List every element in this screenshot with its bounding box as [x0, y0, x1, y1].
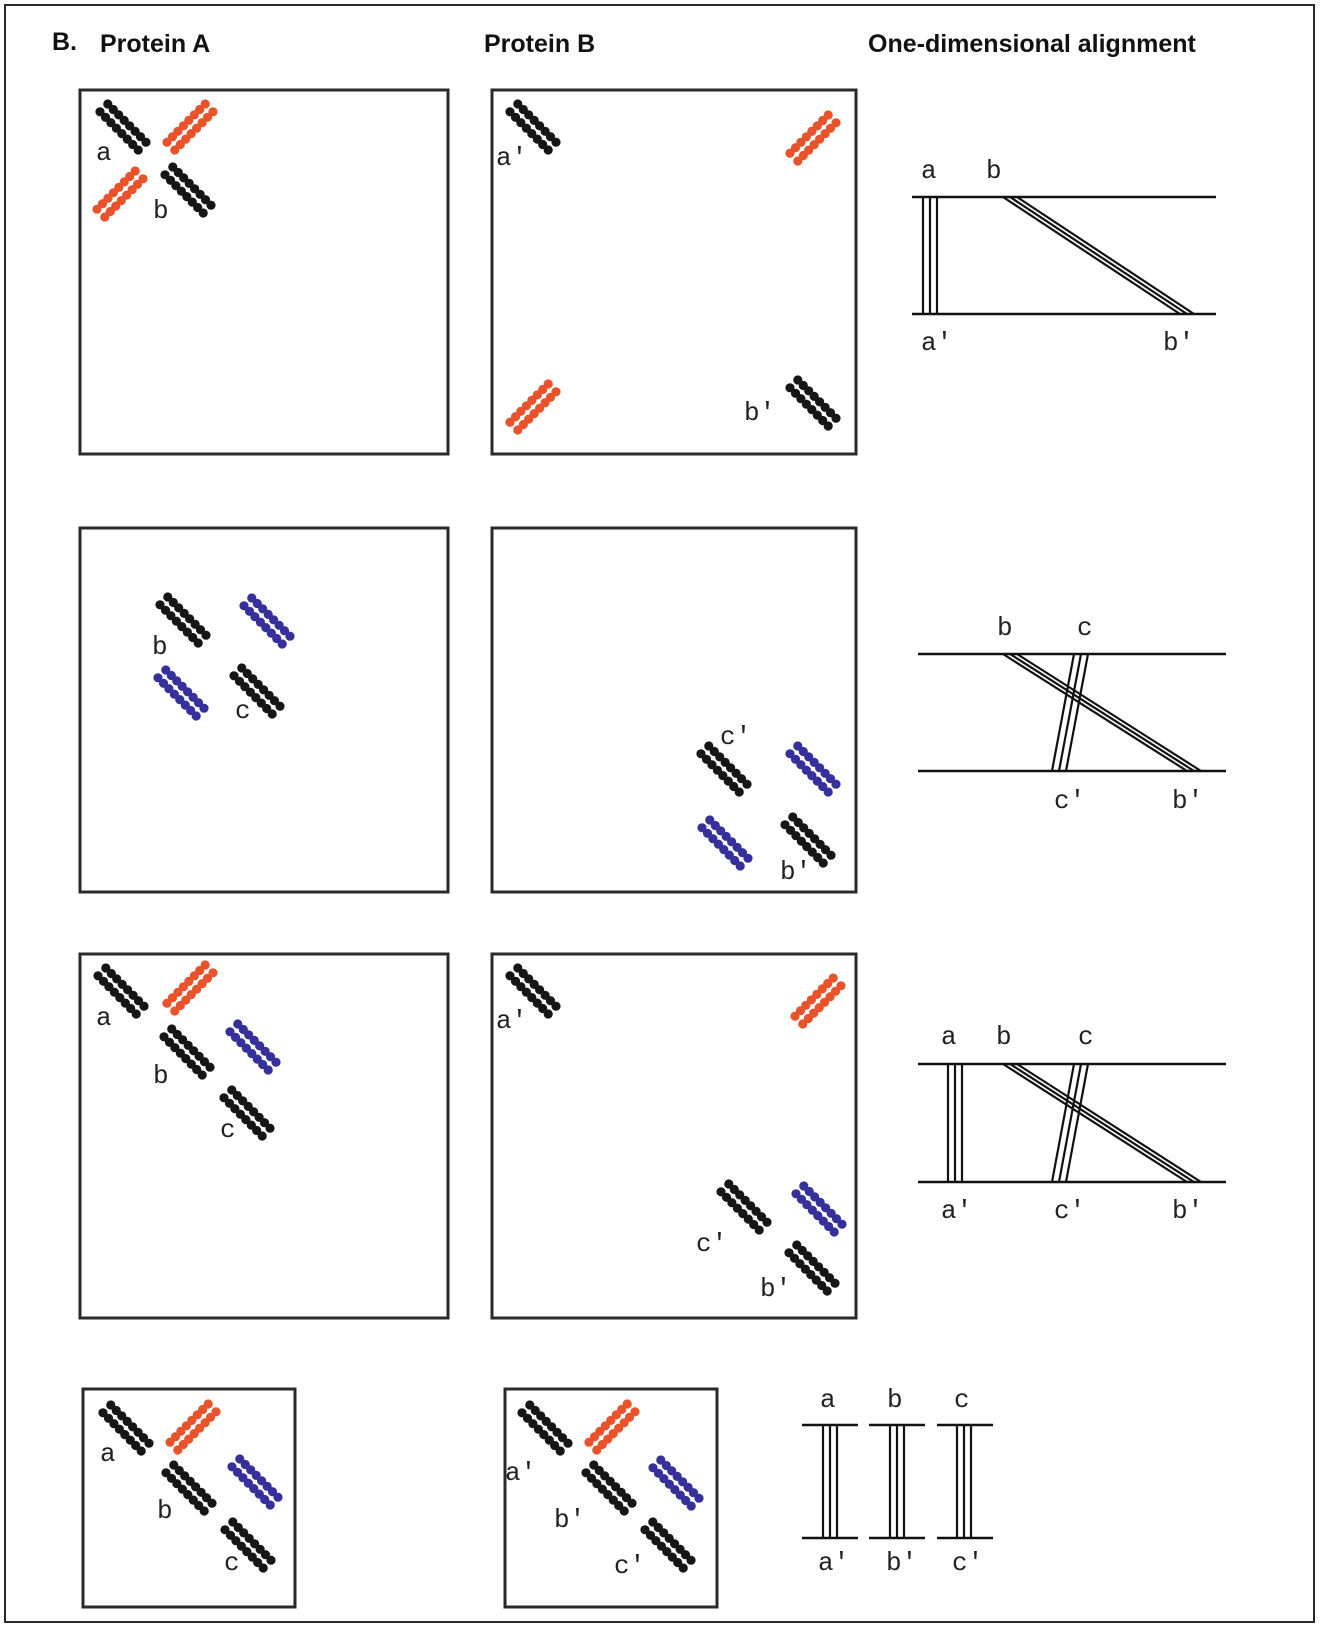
protein-a-label: c [220, 1115, 236, 1145]
alignment-label-bottom: b' [1172, 1196, 1203, 1226]
alignment-label-top: b [986, 156, 1002, 186]
protein-a-segment-red [92, 166, 147, 221]
alignment-diagram-1: a b a' b' [912, 156, 1216, 358]
alignment-link [1052, 654, 1088, 771]
figure-row-2: b c c' b' b c c' b' [152, 592, 1226, 887]
protein-b-segment-red [584, 1399, 639, 1454]
figure-row-4: a b c a' b' c' a b c a' b' c' [98, 1385, 993, 1581]
alignment-link [923, 197, 937, 314]
alignment-label-bottom: c' [1054, 786, 1085, 816]
alignment-link [823, 1425, 837, 1538]
protein-a-label: c [235, 696, 251, 726]
protein-b-segment-black [640, 1517, 695, 1572]
protein-b-label: a' [505, 1458, 536, 1488]
alignment-link [1003, 654, 1201, 771]
alignment-link [890, 1425, 904, 1538]
alignment-label-top: a [941, 1022, 957, 1052]
alignment-label-top: a [921, 156, 937, 186]
protein-b-segment-blue [697, 815, 752, 870]
alignment-label-bottom: c' [952, 1548, 983, 1578]
alignment-link [1003, 1064, 1201, 1182]
protein-b-segment-black [716, 1179, 771, 1234]
protein-b-segment-red [790, 973, 845, 1028]
alignment-label-top: b [997, 613, 1013, 643]
protein-a-segment-red [162, 99, 217, 154]
protein-b-label: b' [744, 398, 775, 428]
protein-a-segment-blue [239, 593, 294, 648]
protein-b-label: a' [496, 1006, 527, 1036]
alignment-diagram-4: a b c a' b' c' [802, 1385, 993, 1578]
protein-a-label: b [157, 1496, 173, 1526]
protein-a-label: a [96, 138, 112, 168]
protein-b-label: b' [780, 857, 811, 887]
alignment-label-bottom: b' [886, 1548, 917, 1578]
alignment-label-top: b [887, 1385, 903, 1415]
alignment-label-top: c [954, 1385, 970, 1415]
protein-b-segment-blue [791, 1181, 846, 1236]
alignment-label-top: b [996, 1022, 1012, 1052]
protein-b-segment-red [785, 110, 840, 165]
protein-a-segment-blue [153, 665, 208, 720]
protein-b-label: c' [696, 1229, 727, 1259]
protein-a-label: a [100, 1439, 116, 1469]
protein-b-segment-red [505, 379, 560, 434]
alignment-diagram-2: b c c' b' [918, 613, 1226, 816]
protein-a-segment-blue [227, 1454, 282, 1509]
protein-a-segment-black [160, 162, 215, 217]
protein-b-segment-blue [648, 1455, 703, 1510]
alignment-label-bottom: a' [941, 1196, 972, 1226]
protein-b-label: c' [614, 1551, 645, 1581]
alignment-label-bottom: a' [921, 328, 952, 358]
protein-a-label: b [153, 196, 169, 226]
protein-b-segment-blue [785, 741, 840, 796]
figure-row-1: a b a' b' a b a' b' [92, 99, 1216, 434]
protein-a-label: b [153, 1061, 169, 1091]
alignment-label-top: a [820, 1385, 836, 1415]
alignment-label-bottom: b' [1172, 786, 1203, 816]
figure-row-3: a b c a' c' b' a b c a' c' b' [93, 960, 1226, 1304]
protein-b-segment-black [785, 375, 840, 430]
alignment-diagram-3: a b c a' c' b' [918, 1022, 1226, 1226]
protein-b-label: a' [496, 143, 527, 173]
protein-b-label: c' [720, 722, 751, 752]
protein-b-segment-black [581, 1460, 636, 1515]
alignment-label-bottom: c' [1054, 1196, 1085, 1226]
protein-a-label: c [224, 1548, 240, 1578]
protein-b-segment-black [517, 1400, 572, 1455]
alignment-label-top: c [1077, 613, 1093, 643]
alignment-link [1003, 197, 1194, 314]
protein-a-segment-red [165, 1399, 220, 1454]
protein-a-segment-red [162, 960, 217, 1015]
protein-a-segment-blue [225, 1019, 280, 1074]
protein-b-segment-black [784, 1240, 839, 1295]
alignment-label-top: c [1078, 1022, 1094, 1052]
alignment-label-bottom: a' [818, 1548, 849, 1578]
alignment-link [948, 1064, 962, 1182]
protein-a-label: a [96, 1003, 112, 1033]
protein-b-label: b' [554, 1505, 585, 1535]
protein-b-label: b' [760, 1274, 791, 1304]
protein-a-label: b [152, 632, 168, 662]
alignment-link [957, 1425, 971, 1538]
alignment-link [1052, 1064, 1088, 1182]
alignment-label-bottom: b' [1163, 328, 1194, 358]
